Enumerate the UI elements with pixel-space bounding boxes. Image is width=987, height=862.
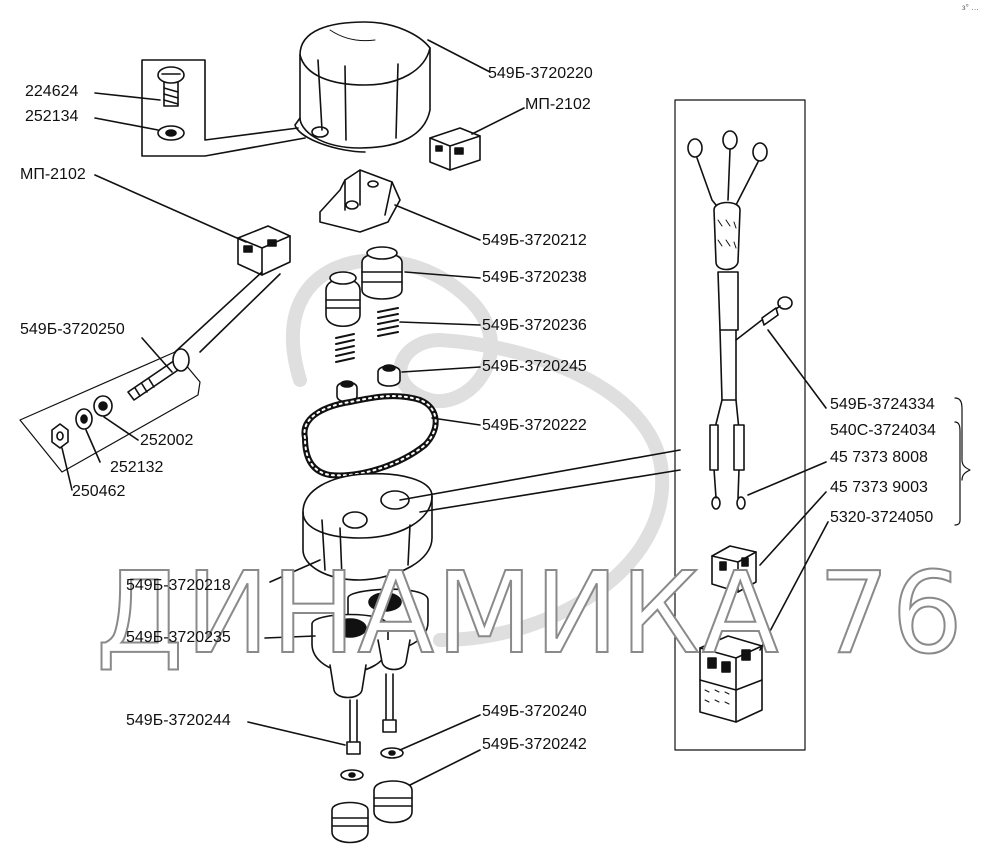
screw-washer-bracket — [94, 59, 306, 157]
connector-9003 — [711, 491, 827, 593]
washer-252134 — [157, 125, 185, 141]
pins-3720244 — [247, 673, 397, 755]
label-3720220: 549Б-3720220 — [488, 65, 593, 82]
cover-3720220 — [294, 21, 491, 153]
label-braces — [954, 397, 971, 526]
label-mp2102-left: МП-2102 — [20, 166, 86, 183]
housing-3720218 — [269, 449, 681, 583]
nut-250462 — [51, 423, 69, 449]
label-250462: 250462 — [72, 483, 126, 500]
label-3720242: 549Б-3720242 — [482, 736, 587, 753]
label-3720222: 549Б-3720222 — [482, 417, 587, 434]
valves-3720238 — [325, 246, 481, 328]
label-252132: 252132 — [110, 459, 164, 476]
label-252134: 252134 — [25, 108, 79, 125]
label-8008: 45 7373 8008 — [830, 449, 928, 466]
label-3720244: 549Б-3720244 — [126, 712, 231, 729]
switch-mp2102-right — [429, 107, 525, 171]
connector-3724050 — [699, 521, 829, 723]
screw-224624 — [157, 66, 185, 107]
label-3724034: 540С-3724034 — [830, 422, 936, 439]
label-3724050: 5320-3724050 — [830, 509, 934, 526]
label-3720235: 549Б-3720235 — [126, 629, 231, 646]
gasket-3720222 — [301, 393, 481, 479]
label-252002: 252002 — [140, 432, 194, 449]
wire-harness-3724334 — [687, 130, 827, 510]
label-3720240: 549Б-3720240 — [482, 703, 587, 720]
bracket-3720212 — [319, 169, 481, 241]
label-3720218: 549Б-3720218 — [126, 577, 231, 594]
label-3720212: 549Б-3720212 — [482, 232, 587, 249]
watermark-text: ДИНАМИКА 76 — [95, 549, 965, 679]
caps-3720242 — [331, 749, 481, 844]
corner-mark: з° … — [961, 3, 979, 12]
washers-3720240 — [340, 714, 481, 781]
washer-252002 — [93, 395, 113, 417]
caps-3720235 — [264, 588, 429, 699]
label-mp2102-right: МП-2102 — [525, 96, 591, 113]
label-3720245: 549Б-3720245 — [482, 358, 587, 375]
label-3720250: 549Б-3720250 — [20, 321, 125, 338]
label-224624: 224624 — [25, 83, 79, 100]
harness-panel — [674, 99, 829, 751]
washer-252132 — [75, 408, 93, 430]
bolt-3720250 — [127, 348, 190, 401]
label-9003: 45 7373 9003 — [830, 479, 928, 496]
label-3720238: 549Б-3720238 — [482, 269, 587, 286]
switch-mp2102-left — [94, 174, 291, 276]
label-3720236: 549Б-3720236 — [482, 317, 587, 334]
label-3724334: 549Б-3724334 — [830, 396, 935, 413]
bolt-group — [19, 271, 281, 491]
seats-3720245 — [336, 364, 481, 403]
springs-3720236 — [335, 307, 481, 363]
